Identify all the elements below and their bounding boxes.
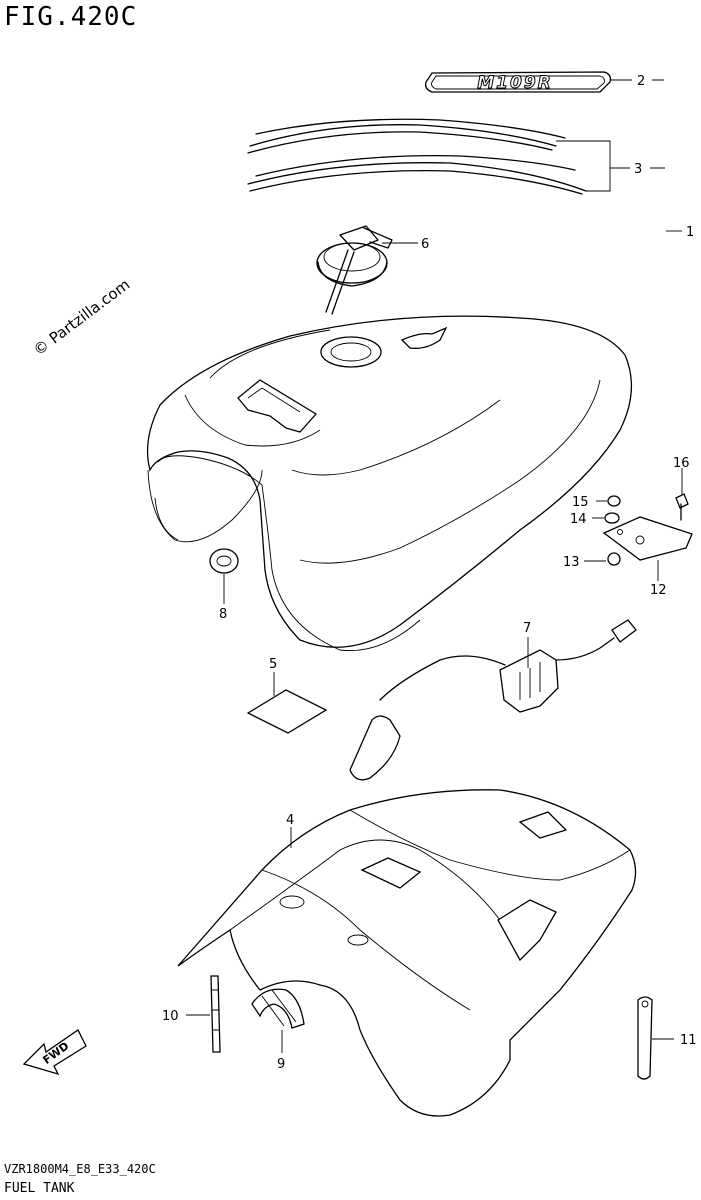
part-3-stripes[interactable] (247, 118, 587, 195)
part-2-badge[interactable]: M109R (424, 71, 612, 94)
part-15-nut[interactable] (607, 495, 621, 507)
part-6-fuel-cap[interactable] (316, 225, 393, 315)
fwd-arrow: FWD (22, 1029, 87, 1076)
figure-title: FIG.420C (4, 2, 138, 32)
part-13-screw[interactable] (607, 552, 621, 566)
part-10-band[interactable] (210, 975, 221, 1053)
part-12-bracket[interactable] (602, 516, 693, 561)
callout-6: 6 (421, 237, 429, 252)
callout-2: 2 (637, 74, 645, 89)
footer-code: VZR1800M4_E8_E33_420C (4, 1162, 156, 1176)
callout-9: 9 (277, 1057, 285, 1072)
part-7-fuel-pump[interactable] (349, 619, 637, 781)
callout-13: 13 (563, 555, 580, 570)
part-14-cushion[interactable] (604, 512, 620, 524)
footer-name: FUEL TANK (4, 1181, 75, 1196)
badge-text: M109R (477, 73, 553, 93)
callout-10: 10 (162, 1009, 179, 1024)
callout-5: 5 (269, 657, 277, 672)
callout-14: 14 (570, 512, 587, 527)
callout-16: 16 (673, 456, 690, 471)
part-16-bolt[interactable] (675, 493, 689, 521)
callout-12: 12 (650, 583, 667, 598)
callout-15: 15 (572, 495, 589, 510)
callout-3: 3 (634, 162, 642, 177)
callout-8: 8 (219, 607, 227, 622)
part-9-clamp[interactable] (251, 988, 305, 1029)
part-1-fuel-tank[interactable] (146, 315, 633, 652)
part-5-pad[interactable] (246, 689, 328, 734)
part-4-lower-cover[interactable] (177, 789, 637, 1117)
callouts: 1 2 3 4 5 6 7 8 9 10 11 12 13 14 15 16 (162, 74, 697, 1072)
part-8-grommet[interactable] (209, 548, 239, 574)
callout-11: 11 (680, 1033, 697, 1048)
callout-7: 7 (523, 621, 531, 636)
callout-1: 1 (686, 225, 694, 240)
part-11-strap[interactable] (637, 996, 653, 1080)
leader-lines (186, 79, 683, 1053)
callout-4: 4 (286, 813, 294, 828)
